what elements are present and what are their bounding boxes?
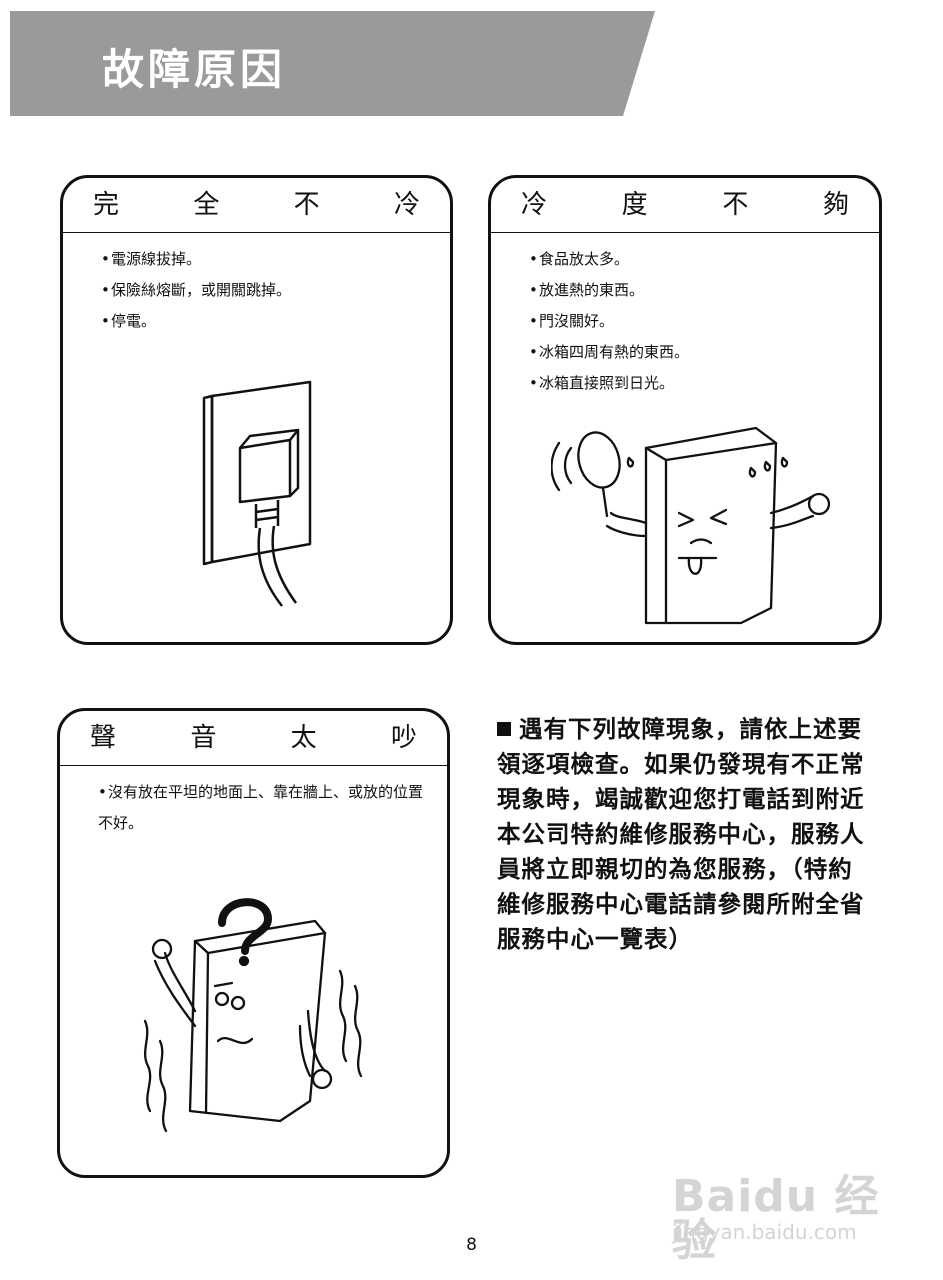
heading-char: 度: [621, 190, 648, 220]
panel-heading: 冷 度 不 夠: [491, 178, 879, 233]
list-item: •沒有放在平坦的地面上、靠在牆上、或放的位置不好。: [98, 783, 424, 832]
heading-char: 冷: [393, 190, 420, 220]
heading-char: 音: [190, 723, 217, 753]
heading-char: 冷: [521, 190, 548, 220]
bullet-square-icon: [497, 722, 511, 736]
watermark-url: jingyan.baidu.com: [672, 1220, 857, 1244]
list-item: •保險絲熔斷，或開關跳掉。: [101, 281, 292, 299]
panel-no-cooling: 完 全 不 冷 •電源線拔掉。 •保險絲熔斷，或開關跳掉。 •停電。: [60, 175, 453, 645]
cause-list: •沒有放在平坦的地面上、靠在牆上、或放的位置不好。: [98, 777, 428, 839]
list-item: •冰箱四周有熱的東西。: [529, 343, 690, 361]
watermark: Baidu 经验 jingyan.baidu.com: [672, 1140, 912, 1263]
banner-shape: [10, 11, 655, 116]
heading-char: 不: [722, 190, 749, 220]
service-note: 遇有下列故障現象，請依上述要領逐項檢查。如果仍發現有不正常現象時，竭誠歡迎您打電…: [497, 712, 867, 957]
page-number: 8: [466, 1235, 477, 1255]
noisy-fridge-illustration: [143, 898, 363, 1133]
wall-socket-illustration: [202, 380, 312, 607]
list-item: •門沒關好。: [529, 312, 615, 330]
cause-list: •食品放太多。 •放進熱的東西。 •門沒關好。 •冰箱四周有熱的東西。 •冰箱直…: [529, 244, 689, 399]
heading-char: 不: [293, 190, 320, 220]
panel-noisy: 聲 音 太 吵 •沒有放在平坦的地面上、靠在牆上、或放的位置不好。: [57, 708, 450, 1178]
list-item: •電源線拔掉。: [101, 250, 202, 268]
page-title: 故障原因: [102, 45, 287, 94]
hot-fridge-illustration: [551, 426, 831, 625]
heading-char: 聲: [90, 723, 117, 753]
list-item: •停電。: [101, 312, 157, 330]
heading-char: 全: [193, 190, 220, 220]
watermark-logo: Baidu 经验: [672, 1171, 880, 1266]
panel-weak-cooling: 冷 度 不 夠 •食品放太多。 •放進熱的東西。 •門沒關好。 •冰箱四周有熱的…: [488, 175, 882, 645]
heading-char: 太: [290, 723, 317, 753]
list-item: •放進熱的東西。: [529, 281, 645, 299]
panel-heading: 完 全 不 冷: [63, 178, 450, 233]
note-text: 遇有下列故障現象，請依上述要領逐項檢查。如果仍發現有不正常現象時，竭誠歡迎您打電…: [497, 715, 865, 953]
panel-heading: 聲 音 太 吵: [60, 711, 447, 766]
list-item: •冰箱直接照到日光。: [529, 374, 675, 392]
heading-char: 完: [93, 190, 120, 220]
list-item: •食品放太多。: [529, 250, 630, 268]
heading-char: 吵: [390, 723, 417, 753]
cause-list: •電源線拔掉。 •保險絲熔斷，或開關跳掉。 •停電。: [101, 244, 291, 337]
header-banner: 故障原因: [10, 11, 655, 116]
heading-char: 夠: [822, 190, 849, 220]
